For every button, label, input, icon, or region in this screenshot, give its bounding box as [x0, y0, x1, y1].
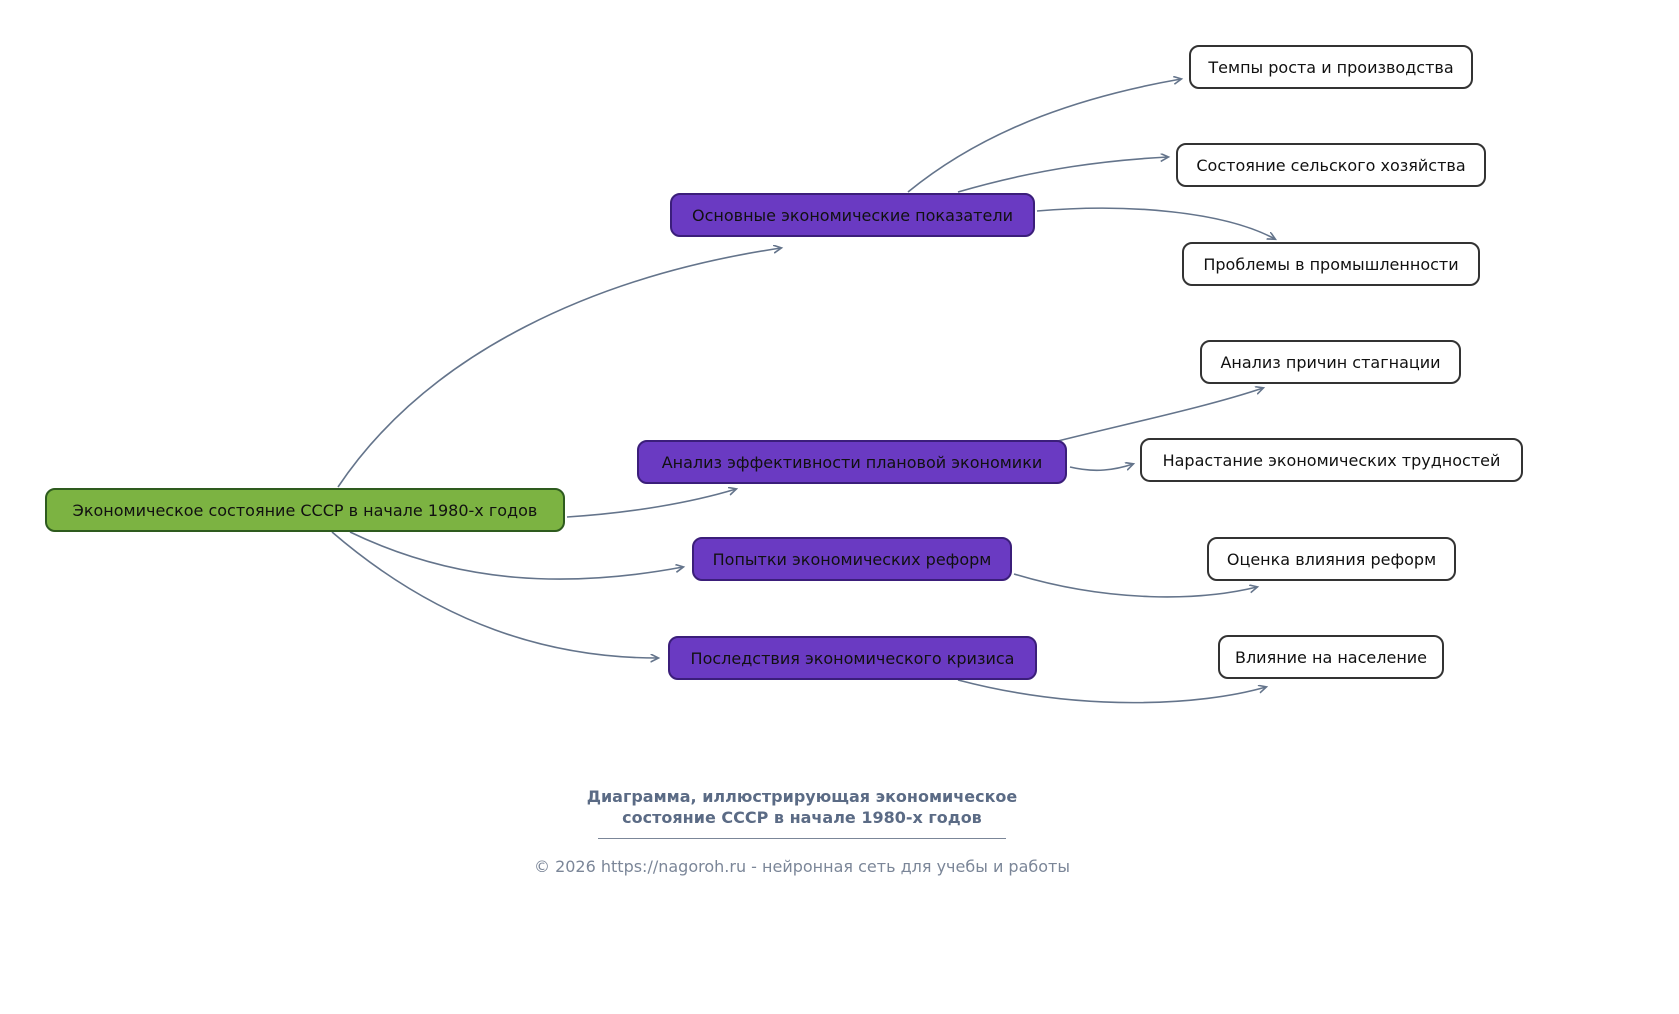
footer-divider — [598, 838, 1006, 839]
caption-line-1: Диаграмма, иллюстрирующая экономическое — [586, 787, 1018, 806]
node-leaf-reform-impact: Оценка влияния реформ — [1207, 537, 1456, 581]
caption-line-2: состояние СССР в начале 1980-х годов — [622, 808, 982, 827]
node-leaf-population-impact: Влияние на население — [1218, 635, 1444, 679]
node-branch-planned-economy: Анализ эффективности плановой экономики — [637, 440, 1067, 484]
node-root: Экономическое состояние СССР в начале 19… — [45, 488, 565, 532]
edge-branch0-leaf2 — [1036, 207, 1275, 239]
node-leaf-agriculture: Состояние сельского хозяйства — [1176, 143, 1486, 187]
diagram-caption: Диаграмма, иллюстрирующая экономическое … — [302, 786, 1302, 828]
node-branch-indicators: Основные экономические показатели — [670, 193, 1035, 237]
node-branch-crisis-consequences: Последствия экономического кризиса — [668, 636, 1037, 680]
node-branch-reform-attempts: Попытки экономических реформ — [692, 537, 1012, 581]
edge-root-branch-3 — [331, 531, 658, 658]
copyright-text: © 2026 https://nagoroh.ru - нейронная се… — [533, 857, 1070, 876]
edge-branch1-leaf0 — [1057, 388, 1263, 442]
node-leaf-economic-difficulties: Нарастание экономических трудностей — [1140, 438, 1523, 482]
edge-branch0-leaf0 — [907, 79, 1181, 193]
edge-root-branch-2 — [349, 531, 683, 580]
node-leaf-industry-problems: Проблемы в промышленности — [1182, 242, 1480, 286]
node-leaf-growth-rates: Темпы роста и производства — [1189, 45, 1473, 89]
edge-branch3-leaf0 — [957, 679, 1266, 704]
edge-root-branch-1 — [566, 489, 736, 518]
edge-branch1-leaf1 — [1069, 464, 1133, 472]
edge-branch0-leaf1 — [957, 157, 1168, 193]
node-leaf-stagnation-causes: Анализ причин стагнации — [1200, 340, 1461, 384]
footer: Диаграмма, иллюстрирующая экономическое … — [302, 786, 1302, 876]
